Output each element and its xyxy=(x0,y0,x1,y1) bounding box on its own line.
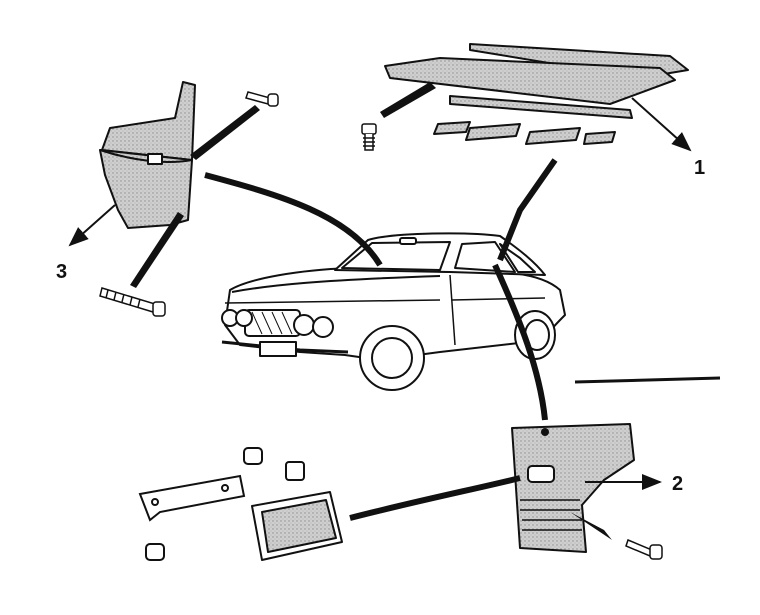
car-illustration xyxy=(221,232,566,391)
assembly-arrows xyxy=(130,82,612,540)
callout-3: 3 xyxy=(56,261,67,283)
interior-light xyxy=(251,491,343,561)
roof-lining-panel xyxy=(384,43,689,145)
callout-2: 2 xyxy=(672,473,683,495)
door-panel xyxy=(511,423,635,553)
leader-lines xyxy=(68,97,721,521)
screw-lower-left xyxy=(99,287,166,317)
rear-pocket-trim xyxy=(99,81,196,229)
roof-screw xyxy=(361,123,377,151)
light-bracket xyxy=(138,447,305,561)
door-screw xyxy=(625,538,663,560)
callout-1: 1 xyxy=(694,157,705,179)
screw-upper-left xyxy=(245,91,279,107)
